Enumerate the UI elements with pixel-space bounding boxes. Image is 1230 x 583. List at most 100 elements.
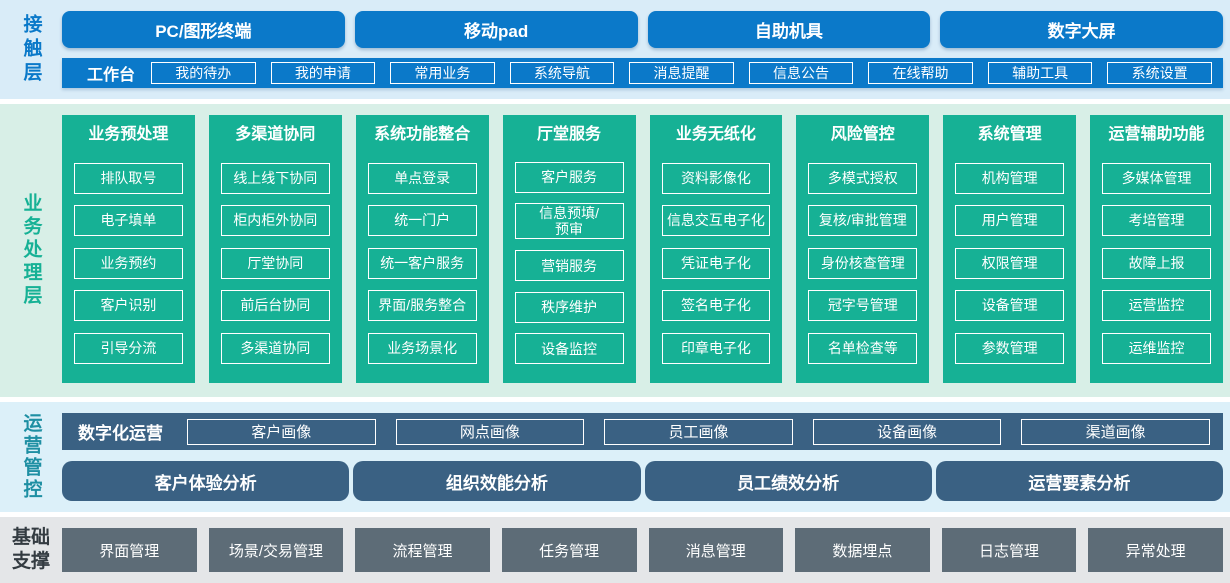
foundation-layer-section: 基础支撑 界面管理场景/交易管理流程管理任务管理消息管理数据埋点日志管理异常处理 (0, 517, 1230, 583)
module-item: 电子填单 (74, 205, 183, 236)
foundation-box: 界面管理 (62, 528, 197, 572)
business-column-title: 系统功能整合 (374, 126, 471, 143)
module-item: 秩序维护 (514, 291, 624, 323)
module-item: 凭证电子化 (661, 247, 771, 279)
channel-button: 移动pad (354, 11, 638, 48)
module-item: 故障上报 (1102, 247, 1211, 279)
business-column-items: 线上线下协同柜内柜外协同厅堂协同前后台协同多渠道协同 (220, 151, 330, 375)
module-item: 冠字号管理 (808, 290, 918, 321)
analysis-box: 员工绩效分析 (644, 461, 932, 501)
operations-layer-section: 运营管控 数字化运营 客户画像网点画像员工画像设备画像渠道画像 客户体验分析组织… (0, 402, 1230, 512)
business-column-items: 客户服务信息预填/ 预审营销服务秩序维护设备监控 (514, 151, 624, 375)
module-item: 考培管理 (1102, 205, 1211, 236)
business-column: 系统功能整合单点登录统一门户统一客户服务界面/服务整合业务场景化 (355, 115, 489, 383)
workbench-item: 信息公告 (748, 62, 854, 84)
business-column: 业务预处理排队取号电子填单业务预约客户识别引导分流 (62, 115, 195, 383)
business-columns: 业务预处理排队取号电子填单业务预约客户识别引导分流多渠道协同线上线下协同柜内柜外… (62, 104, 1230, 397)
channel-button: PC/图形终端 (62, 11, 345, 48)
business-layer-label: 业务处理层 (20, 193, 42, 308)
analysis-box: 客户体验分析 (62, 461, 350, 501)
foundation-box: 数据埋点 (795, 528, 930, 572)
business-column-items: 排队取号电子填单业务预约客户识别引导分流 (74, 151, 183, 375)
operations-body: 数字化运营 客户画像网点画像员工画像设备画像渠道画像 客户体验分析组织效能分析员… (62, 402, 1230, 512)
business-column: 风险管控多模式授权复核/审批管理身份核查管理冠字号管理名单检查等 (796, 115, 930, 383)
module-item: 业务预约 (74, 247, 183, 279)
digital-ops-bar: 数字化运营 客户画像网点画像员工画像设备画像渠道画像 (62, 413, 1223, 450)
contact-layer-label: 接触层 (20, 13, 42, 86)
module-item: 名单检查等 (808, 332, 918, 364)
foundation-box: 场景/交易管理 (208, 528, 344, 572)
module-item: 运营监控 (1102, 290, 1211, 321)
operations-layer-label: 运营管控 (20, 413, 42, 501)
digital-ops-item: 网点画像 (395, 418, 585, 445)
workbench-item: 在线帮助 (868, 62, 973, 84)
module-item: 运维监控 (1102, 332, 1211, 364)
business-column: 系统管理机构管理用户管理权限管理设备管理参数管理 (943, 115, 1077, 383)
business-column: 多渠道协同线上线下协同柜内柜外协同厅堂协同前后台协同多渠道协同 (208, 115, 342, 383)
workbench-item: 我的申请 (270, 62, 376, 84)
analysis-box: 运营要素分析 (935, 461, 1223, 501)
module-item: 机构管理 (955, 162, 1065, 194)
business-column: 厅堂服务客户服务信息预填/ 预审营销服务秩序维护设备监控 (502, 115, 636, 383)
digital-ops-item: 客户画像 (187, 418, 376, 445)
digital-ops-label: 数字化运营 (78, 424, 163, 443)
analysis-box: 组织效能分析 (353, 461, 641, 501)
business-column-items: 资料影像化信息交互电子化凭证电子化签名电子化印章电子化 (661, 151, 771, 375)
business-column-title: 业务预处理 (88, 126, 169, 143)
module-item: 多模式授权 (808, 162, 918, 194)
module-item: 统一客户服务 (367, 247, 477, 279)
workbench-items: 我的待办我的申请常用业务系统导航消息提醒信息公告在线帮助辅助工具系统设置 (151, 62, 1212, 84)
module-item: 信息交互电子化 (661, 205, 771, 236)
module-item: 统一门户 (367, 205, 477, 236)
channel-button: 数字大屏 (940, 11, 1223, 48)
digital-ops-item: 员工画像 (604, 418, 793, 445)
workbench-item: 系统设置 (1107, 62, 1212, 84)
business-column-title: 系统管理 (977, 126, 1042, 143)
module-item: 多渠道协同 (220, 332, 330, 364)
foundation-items: 界面管理场景/交易管理流程管理任务管理消息管理数据埋点日志管理异常处理 (62, 528, 1230, 572)
module-item: 前后台协同 (220, 290, 330, 321)
foundation-box: 流程管理 (355, 528, 490, 572)
module-item: 印章电子化 (661, 332, 771, 364)
digital-ops-item: 渠道画像 (1021, 418, 1210, 445)
module-item: 引导分流 (74, 332, 183, 364)
module-item: 营销服务 (514, 250, 624, 282)
business-column-title: 风险管控 (830, 126, 895, 143)
workbench-item: 常用业务 (390, 62, 495, 84)
workbench-item: 我的待办 (151, 62, 256, 84)
module-item: 用户管理 (955, 205, 1065, 236)
business-column-title: 业务无纸化 (675, 126, 756, 143)
foundation-box: 消息管理 (648, 528, 784, 572)
business-column-title: 厅堂服务 (537, 126, 602, 143)
workbench-bar: 工作台 我的待办我的申请常用业务系统导航消息提醒信息公告在线帮助辅助工具系统设置 (62, 58, 1223, 88)
module-item: 权限管理 (955, 247, 1065, 279)
business-column-items: 单点登录统一门户统一客户服务界面/服务整合业务场景化 (367, 151, 477, 375)
foundation-box: 异常处理 (1088, 528, 1223, 572)
workbench-item: 系统导航 (509, 62, 615, 84)
module-item: 厅堂协同 (220, 247, 330, 279)
business-column-items: 多媒体管理考培管理故障上报运营监控运维监控 (1102, 151, 1211, 375)
business-column-items: 多模式授权复核/审批管理身份核查管理冠字号管理名单检查等 (808, 151, 918, 375)
module-item: 身份核查管理 (808, 247, 918, 279)
business-column-items: 机构管理用户管理权限管理设备管理参数管理 (955, 151, 1065, 375)
workbench-label: 工作台 (87, 67, 136, 84)
digital-ops-items: 客户画像网点画像员工画像设备画像渠道画像 (187, 418, 1210, 445)
analysis-row: 客户体验分析组织效能分析员工绩效分析运营要素分析 (62, 461, 1223, 501)
business-column-title: 多渠道协同 (235, 126, 316, 143)
module-item: 设备管理 (955, 290, 1065, 321)
module-item: 排队取号 (74, 162, 183, 194)
module-item: 线上线下协同 (220, 162, 330, 194)
module-item: 信息预填/ 预审 (514, 203, 624, 240)
business-layer-section: 业务处理层 业务预处理排队取号电子填单业务预约客户识别引导分流多渠道协同线上线下… (0, 104, 1230, 397)
business-column: 运营辅助功能多媒体管理考培管理故障上报运营监控运维监控 (1090, 115, 1223, 383)
business-column: 业务无纸化资料影像化信息交互电子化凭证电子化签名电子化印章电子化 (649, 115, 783, 383)
workbench-item: 消息提醒 (629, 62, 734, 84)
module-item: 多媒体管理 (1102, 162, 1211, 194)
module-item: 客户服务 (514, 161, 624, 193)
module-item: 柜内柜外协同 (220, 205, 330, 236)
module-item: 复核/审批管理 (808, 205, 918, 236)
